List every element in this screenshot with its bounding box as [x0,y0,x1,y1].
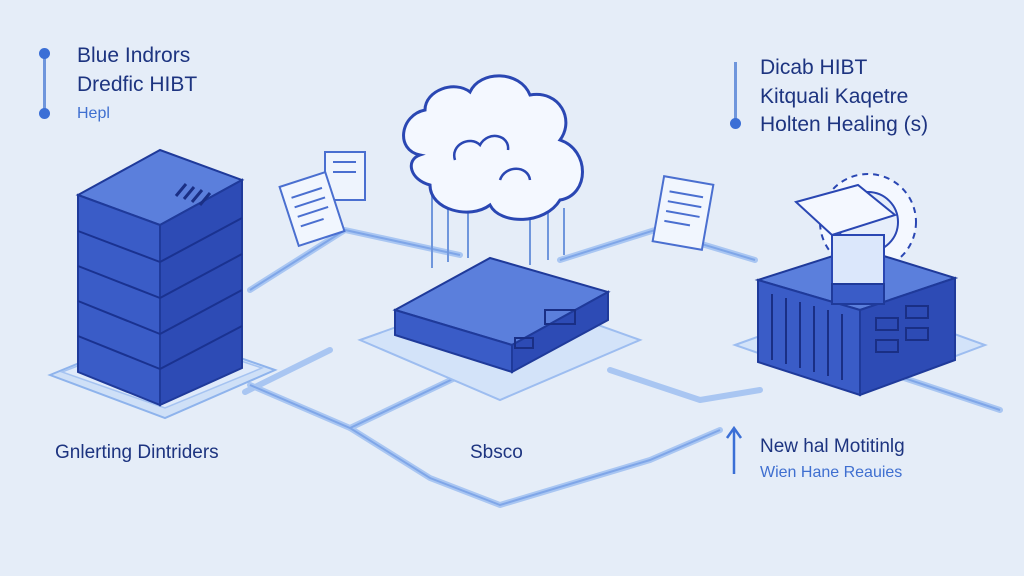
legend-bracket [43,52,46,114]
legend-tl-line1: Blue Indrors [77,44,191,67]
document-icon [651,175,715,251]
label-left: Gnlerting Dintriders [55,442,219,463]
legend-dot [39,48,50,59]
legend-tl-line2: Dredfic HIBT [77,73,198,96]
server-unit-icon [731,183,988,397]
legend-tr-line1: Dicab HIBT [760,56,868,79]
legend-dot [730,118,741,129]
document-icon [278,151,366,248]
label-center: Sbsco [470,442,523,463]
label-right-sub: Wien Hane Reauies [760,464,903,481]
legend-tr-line2: Kitquali Kaqetre [760,85,909,108]
cloud-icon [402,74,584,268]
legend-tr-line3: Holten Healing (s) [760,113,929,136]
arrow-up-icon [725,425,743,474]
label-right-title: New hal Motitinlg [760,436,905,457]
legend-dot [39,108,50,119]
network-switch-icon [357,256,643,402]
legend-tl-line3: Hepl [77,105,110,122]
server-rack-icon [47,148,278,420]
legend-bracket [734,62,737,124]
